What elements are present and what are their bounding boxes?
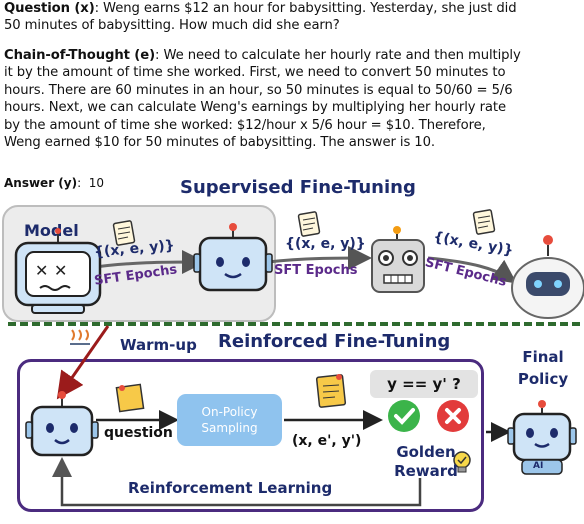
question-block: Question (x): Weng earns $12 an hour for… <box>4 0 582 35</box>
correct-check-icon <box>388 400 420 432</box>
document-icon-2 <box>297 211 321 237</box>
question-text-1: : Weng earns $12 an hour for babysitting… <box>94 1 517 16</box>
sft-robot-3-icon <box>371 226 425 293</box>
sft-epochs-2: SFT Epochs <box>274 263 358 278</box>
model-label: Model <box>24 221 79 240</box>
cot-text-2: it by the amount of time she worked. Fir… <box>4 65 506 81</box>
rl-label: Reinforcement Learning <box>128 479 333 497</box>
cot-label: Chain-of-Thought (e) <box>4 48 156 63</box>
cot-text-4: hours. Next, we can calculate Weng's ear… <box>4 100 506 116</box>
golden-reward-label: Golden Reward <box>392 443 460 481</box>
lightbulb-icon <box>453 451 471 473</box>
ai-badge: AI <box>533 461 544 471</box>
sft-arrow-2 <box>267 246 372 271</box>
golden-line-2: Reward <box>394 462 458 480</box>
rft-title: Reinforced Fine-Tuning <box>218 331 451 352</box>
sft-arrow-3 <box>427 256 517 284</box>
final-policy-label: Final Policy <box>508 346 578 390</box>
svg-text:✕ ✕: ✕ ✕ <box>35 261 67 280</box>
warmup-arrow <box>56 325 110 400</box>
sample-tuple: (x, e', y') <box>292 433 362 449</box>
question-label-rft: question <box>104 425 173 441</box>
answer-check-box: y == y' ? <box>370 370 478 398</box>
notepad-icon <box>315 374 347 408</box>
final-line-1: Final <box>522 348 564 366</box>
rft-policy-robot-icon <box>25 391 99 457</box>
answer-block: Answer (y): 10 <box>4 176 105 190</box>
rl-loop-arrow <box>52 457 422 507</box>
cot-text-6: Weng earned $10 for 50 minutes of babysi… <box>4 135 435 151</box>
sft-tuple-2: {(x, e, y)} <box>285 236 366 252</box>
on-policy-sampling-box: On-Policy Sampling <box>177 394 282 446</box>
cot-text-1: : We need to calculate her hourly rate a… <box>155 48 521 63</box>
on-policy-line-1: On-Policy <box>201 405 258 419</box>
wrong-cross-icon <box>437 400 469 432</box>
cot-text-3: hours. There are 60 minutes in an hour, … <box>4 82 513 98</box>
on-policy-line-2: Sampling <box>201 421 258 435</box>
answer-label: Answer (y) <box>4 176 78 190</box>
steam-icon <box>70 329 90 345</box>
section-divider <box>8 322 580 326</box>
golden-line-1: Golden <box>396 443 456 461</box>
sft-title: Supervised Fine-Tuning <box>180 177 416 198</box>
answer-value: 10 <box>88 176 105 190</box>
cot-block: Chain-of-Thought (e): We need to calcula… <box>4 47 582 151</box>
sft-robot-4-icon <box>511 235 584 319</box>
question-label: Question (x) <box>4 1 95 16</box>
final-policy-robot-icon <box>507 400 577 475</box>
question-text-2: 50 minutes of babysitting. How much did … <box>4 18 340 34</box>
sft-robot-2-icon <box>193 223 273 292</box>
document-icon-3 <box>472 209 496 235</box>
sticky-note-icon <box>115 383 145 413</box>
broken-model-robot-icon: ✕ ✕ <box>14 228 102 314</box>
rft-box <box>17 359 484 512</box>
document-icon-1 <box>112 220 136 246</box>
final-line-2: Policy <box>517 370 569 388</box>
cot-text-5: by the amount of time she worked: $12/ho… <box>4 117 486 133</box>
warmup-label: Warm-up <box>120 336 197 354</box>
